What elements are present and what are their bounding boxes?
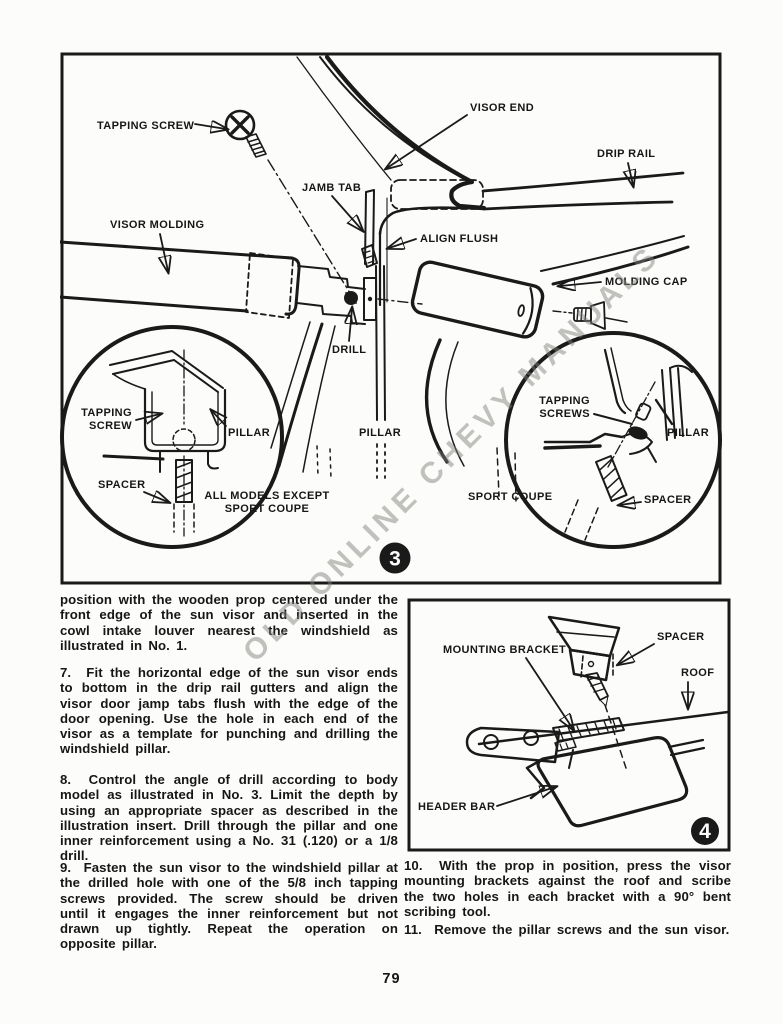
pillar-lines-center bbox=[375, 265, 386, 479]
sport-coupe-caption: SPORT COUPE bbox=[468, 491, 552, 503]
align-flush-label: ALIGN FLUSH bbox=[420, 233, 498, 245]
inset-circle-all-models bbox=[60, 325, 284, 549]
inset-left-pillar-label: PILLAR bbox=[228, 427, 270, 439]
inset-left-spacer-label: SPACER bbox=[98, 479, 145, 491]
visor-end-dashed-outline bbox=[390, 179, 484, 210]
roof-label: ROOF bbox=[681, 667, 714, 679]
inset-right-drawing bbox=[543, 347, 693, 541]
figure-4-badge: 4 bbox=[691, 817, 719, 845]
door-opening-curves-right bbox=[424, 338, 517, 502]
molding-cap-label: MOLDING CAP bbox=[605, 276, 688, 288]
tapping-screw-icon bbox=[224, 109, 351, 294]
cap-screw-icon bbox=[573, 301, 628, 330]
inset-right-spacer-label: SPACER bbox=[644, 494, 691, 506]
inset-left-tapping-label2: SCREW bbox=[89, 420, 132, 432]
roof-line bbox=[477, 710, 730, 746]
inset-left-caption-line2: SPORT COUPE bbox=[225, 503, 309, 515]
inset-left-tapping-label: TAPPING bbox=[81, 407, 132, 419]
inset-right-pillar-label: PILLAR bbox=[667, 427, 709, 439]
paragraph-item-11: 11. Remove the pillar screws and the sun… bbox=[404, 922, 730, 937]
inset-right-labels: TAPPING SCREWS PILLAR SPACER bbox=[539, 395, 709, 506]
drill-label: DRILL bbox=[332, 344, 366, 356]
windshield-pillar-lines bbox=[296, 54, 487, 211]
svg-text:4: 4 bbox=[699, 820, 711, 843]
paragraph-item-8: 8. Control the angle of drill according … bbox=[60, 772, 398, 864]
figure-4-border bbox=[407, 598, 731, 852]
drill-icon bbox=[547, 615, 627, 769]
page-number: 79 bbox=[382, 971, 401, 987]
inset-left-drawing bbox=[102, 349, 227, 537]
inset-circle-sport-coupe bbox=[504, 331, 722, 549]
paragraph-item-9: 9. Fasten the sun visor to the windshiel… bbox=[60, 860, 398, 952]
header-bar-label: HEADER BAR bbox=[418, 801, 495, 813]
jamb-tab-drawing bbox=[361, 189, 378, 268]
figure-3-labels: TAPPING SCREW VISOR END DRIP RAIL JAMB T… bbox=[97, 102, 688, 439]
figure-4-labels: MOUNTING BRACKET SPACER ROOF HEADER BAR bbox=[418, 631, 714, 813]
inset-left-labels: TAPPING SCREW PILLAR SPACER ALL MODELS E… bbox=[81, 407, 329, 515]
header-bar-drawing bbox=[525, 736, 706, 828]
paragraph-intro-continuation: position with the wooden prop centered u… bbox=[60, 592, 398, 653]
visor-molding-drawing bbox=[60, 240, 423, 325]
mounting-bracket-label: MOUNTING BRACKET bbox=[443, 644, 566, 656]
spacer-label-fig4: SPACER bbox=[657, 631, 704, 643]
visor-end-label: VISOR END bbox=[470, 102, 534, 114]
paragraph-item-7: 7. Fit the horizontal edge of the sun vi… bbox=[60, 665, 398, 757]
tapping-screw-label: TAPPING SCREW bbox=[97, 120, 194, 132]
pillar-label-main: PILLAR bbox=[359, 427, 401, 439]
molding-cap-drawing bbox=[410, 260, 628, 339]
drip-rail-label: DRIP RAIL bbox=[597, 148, 655, 160]
door-opening-curves-left bbox=[270, 321, 336, 480]
svg-text:3: 3 bbox=[389, 548, 401, 571]
inset-left-caption-line1: ALL MODELS EXCEPT bbox=[204, 490, 329, 502]
figure-3-illustration: TAPPING SCREW PILLAR SPACER ALL MODELS E… bbox=[60, 52, 722, 585]
paragraph-item-10: 10. With the prop in position, press the… bbox=[404, 858, 731, 919]
inset-right-tapping-label: TAPPING bbox=[539, 395, 590, 407]
figure-3-border bbox=[60, 52, 722, 585]
visor-molding-label: VISOR MOLDING bbox=[110, 219, 204, 231]
jamb-tab-label: JAMB TAB bbox=[302, 182, 361, 194]
figure-4-illustration: MOUNTING BRACKET SPACER ROOF HEADER BAR … bbox=[407, 598, 731, 852]
figure-3-badge: 3 bbox=[379, 542, 411, 574]
inset-right-tapping-label2: SCREWS bbox=[539, 408, 590, 420]
